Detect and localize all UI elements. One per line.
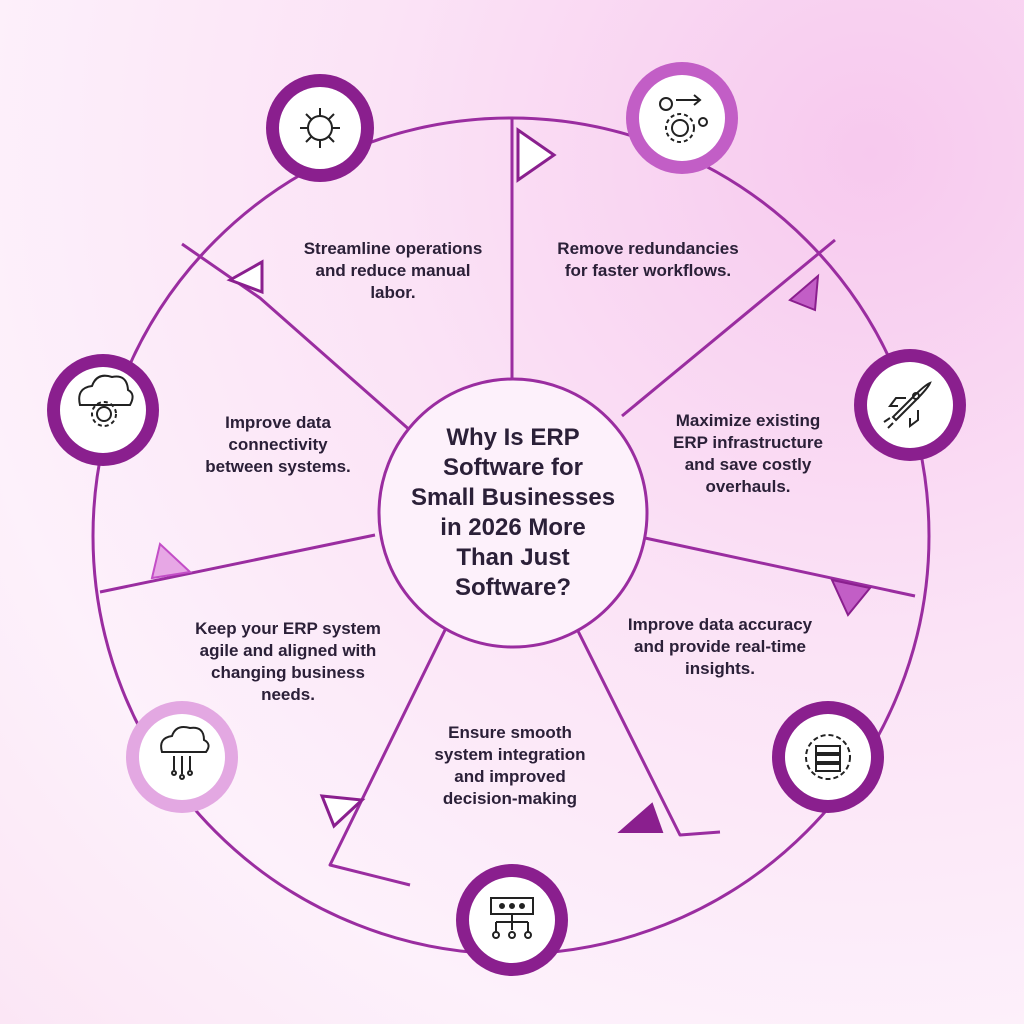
marker-triangle (319, 794, 366, 829)
icon-badge (854, 349, 966, 461)
segment-text-agile: Keep your ERP system agile and aligned w… (195, 619, 381, 704)
icon-badge (47, 354, 159, 466)
segment-text-redundancies: Remove redundancies for faster workflows… (557, 239, 739, 280)
rocket-icon (883, 381, 932, 429)
marker-triangle (516, 127, 557, 183)
icon-badge (456, 864, 568, 976)
server-gear-icon (805, 734, 851, 780)
segment-text-integration: Ensure smooth system integration and imp… (434, 723, 586, 808)
segment-text-connectivity: Improve data connectivity between system… (205, 413, 351, 476)
network-icon (490, 897, 534, 939)
center-circle (377, 377, 649, 649)
segment-text-streamline: Streamline operations and reduce manual … (303, 239, 483, 302)
marker-triangle (788, 273, 820, 312)
marker-triangle (150, 542, 193, 580)
cloud-gear-icon (78, 374, 134, 427)
marker-triangle (226, 259, 264, 295)
segment-text-accuracy: Improve data accuracy and provide real-t… (627, 615, 813, 678)
marker-triangle (617, 802, 664, 833)
icon-badge (772, 701, 884, 813)
segment-text-maximize: Maximize existing ERP infrastructure and… (673, 411, 823, 496)
icon-badge (266, 74, 374, 182)
segment-dividers (99, 118, 916, 887)
virus-icon (300, 108, 340, 148)
segment-markers (150, 127, 872, 833)
cloud-data-icon (160, 726, 210, 780)
icon-badge (626, 62, 738, 174)
diagram-title: Why Is ERP Software for Small Businesses… (410, 424, 616, 601)
gear-arrow-icon (659, 94, 708, 143)
icon-badge (126, 701, 238, 813)
marker-triangle (830, 578, 872, 617)
